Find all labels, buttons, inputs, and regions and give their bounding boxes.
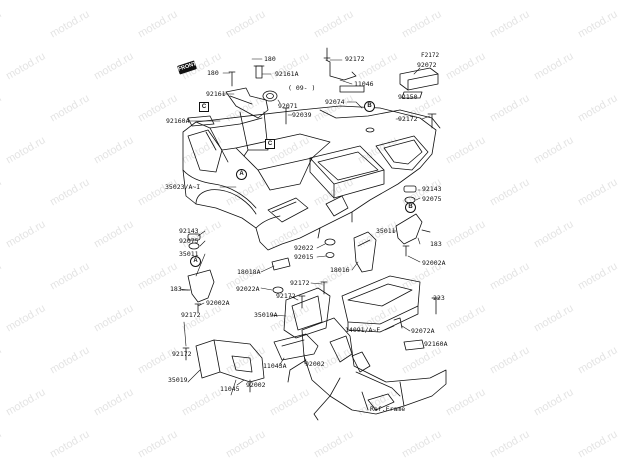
part-label-92015: 92015: [294, 253, 314, 261]
part-label-92161a: 92161A: [275, 70, 299, 78]
part-label-183-left: 183: [170, 285, 182, 293]
part-label-92072a: 92072A: [411, 327, 435, 335]
mount-92072: [399, 67, 439, 99]
part-label-92172-mid: 92172: [290, 279, 310, 287]
bracket-35019: [195, 339, 265, 383]
badge-a-mid: A: [236, 169, 247, 180]
part-label-92172-mid2: 92172: [276, 292, 296, 300]
part-label-92172-bl: 92172: [172, 350, 192, 358]
figure-code: F2172: [421, 52, 440, 59]
part-label-92160a-low: 92160A: [424, 340, 448, 348]
bracket-11046: [323, 47, 365, 93]
washer-92022: [324, 238, 336, 246]
part-label-14091: 14091/A~F: [345, 326, 381, 334]
part-label-92143-left: 92143: [179, 227, 199, 235]
washer-92022A: [272, 286, 284, 294]
part-label-18018a: 18018A: [237, 268, 261, 276]
bracket-35019A: [283, 287, 331, 339]
badge-b-top: B: [364, 101, 375, 112]
part-label-92002a-left: 92002A: [206, 299, 230, 307]
part-label-11045: 11045: [220, 385, 240, 393]
part-label-ref-frame: Ref.Frame: [370, 405, 406, 413]
pad-92160A: [187, 115, 215, 127]
part-label-35011-left: 35011: [179, 250, 199, 258]
part-label-180b: 180: [264, 55, 276, 63]
part-label-92172-top: 92172: [345, 55, 365, 63]
grommet-92071: [262, 90, 278, 102]
bolt-92172: [427, 113, 437, 129]
badge-c-top: C: [199, 102, 209, 112]
bolt-92039: [282, 107, 290, 125]
badge-b-right: B: [405, 202, 416, 213]
bracket-11043A: [273, 333, 319, 361]
part-label-92002-mid: 92002: [305, 360, 325, 368]
part-label-92150: 92150: [398, 93, 418, 101]
part-label-35023: 35023/A~I: [165, 183, 201, 191]
part-label-180a: 180: [207, 69, 219, 77]
part-label-92075-right: 92075: [422, 195, 442, 203]
part-label-11046: 11046: [354, 80, 374, 88]
badge-a-left: A: [190, 256, 201, 267]
part-label-92075-left: 92075: [179, 237, 199, 245]
part-label-35019a: 35019A: [254, 311, 278, 319]
part-label-92002a-right: 92002A: [422, 259, 446, 267]
variant-note: ( 09- ): [288, 84, 316, 92]
part-label-92071: 92071: [278, 102, 298, 110]
bracket-35011-right: [395, 185, 431, 257]
bracket-18016: [353, 231, 377, 273]
part-label-92172-low: 92172: [181, 311, 201, 319]
pad-18018A: [271, 257, 291, 271]
part-label-183-right: 183: [430, 240, 442, 248]
part-label-92160a-top: 92160A: [166, 117, 190, 125]
part-label-92072: 92072: [417, 61, 437, 69]
part-label-18016: 18016: [330, 266, 350, 274]
part-label-92172-right: 92172: [398, 115, 418, 123]
part-label-35011-right: 35011: [376, 227, 396, 235]
frame-reference: [287, 317, 447, 421]
part-label-223: 223: [433, 294, 445, 302]
leader-lines: [179, 58, 437, 396]
part-label-92022a: 92022A: [236, 285, 260, 293]
part-label-92022: 92022: [294, 244, 314, 252]
part-label-92143-right: 92143: [422, 185, 442, 193]
part-label-92074: 92074: [325, 98, 345, 106]
part-label-11043a: 11043A: [263, 362, 287, 370]
part-label-92039: 92039: [292, 111, 312, 119]
flap-14091: [341, 275, 421, 333]
stay-bracket: [225, 65, 269, 157]
part-label-35019: 35019: [168, 376, 188, 384]
part-label-92161: 92161: [206, 90, 226, 98]
rear-fender: [182, 105, 441, 251]
part-label-92002-low: 92002: [246, 381, 266, 389]
badge-c-mid: C: [265, 139, 275, 149]
pad-92160A-low: [403, 339, 425, 351]
